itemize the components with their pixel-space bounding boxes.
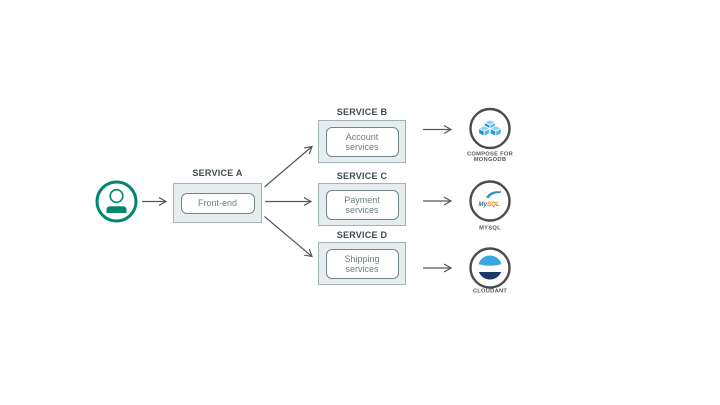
svg-text:MySQL: MySQL [478,201,500,208]
service-a-label: SERVICE A [192,168,243,178]
service-c-inner-box: Payment services [325,189,399,220]
mongodb-label: COMPOSE FOR MONGODB [467,150,513,163]
service-b-label: SERVICE B [336,107,388,117]
service-d-inner-box: Shipping services [325,248,399,279]
arrow-service-a-to-service-d [264,216,313,257]
service-d-label: SERVICE D [336,230,388,240]
service-c-label: SERVICE C [336,171,388,181]
compose-mongodb-icon [469,107,511,150]
service-b-box: Account services [318,120,406,163]
service-d-box: Shipping services [318,242,406,285]
mysql-label: MYSQL [479,224,501,231]
cloudant-label: CLOUDANT [472,287,508,294]
service-c-text: Payment services [344,194,380,215]
service-a-box: Front-end [173,183,262,223]
mysql-icon: MySQL [469,180,511,222]
service-d-text: Shipping services [344,253,380,274]
service-c-box: Payment services [318,183,406,226]
service-b-text: Account services [345,131,379,152]
service-a-text: Front-end [197,198,238,208]
cloudant-icon [469,247,511,289]
service-a-inner-box: Front-end [180,192,255,214]
arrows [142,130,451,269]
user-icon [95,180,138,223]
arrow-service-a-to-service-b [264,147,313,188]
service-b-inner-box: Account services [325,126,399,157]
